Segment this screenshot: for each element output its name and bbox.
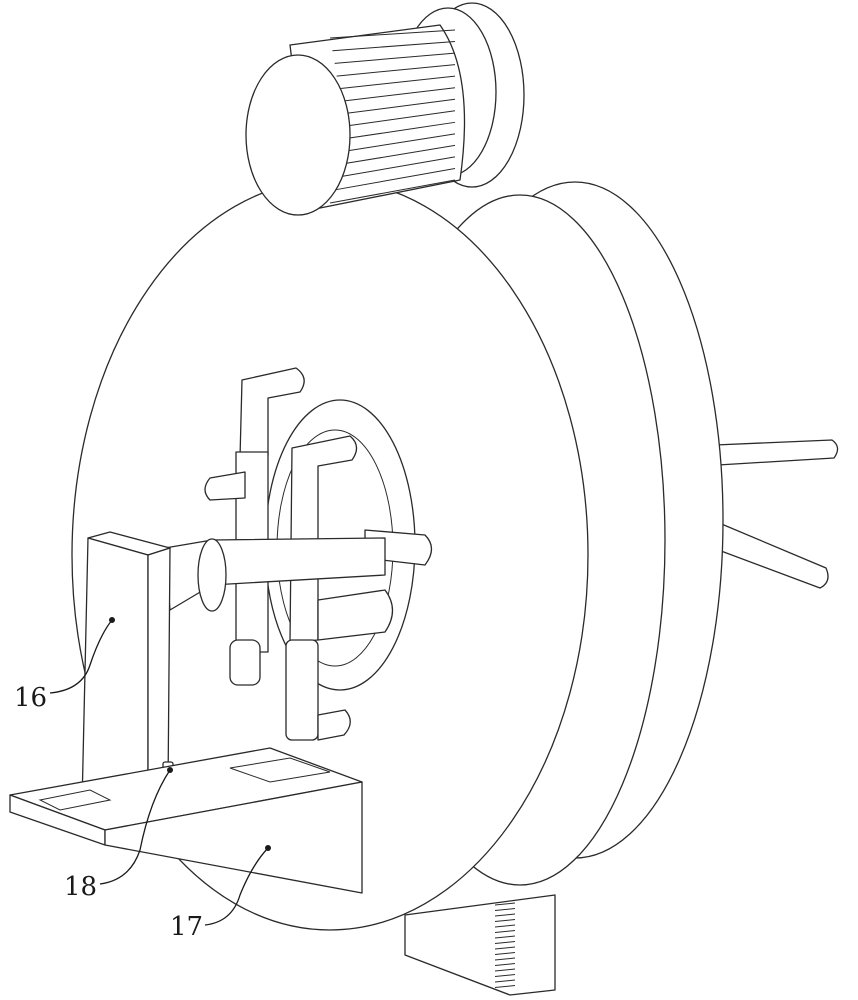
gear-tooth [494,919,516,922]
knurl-line [339,110,456,128]
gear-tooth [494,902,516,906]
roller-end-cap [245,54,351,216]
knurl-line [334,156,456,179]
label-16: 16 [14,683,47,713]
knurl-line [339,87,456,102]
gear-tooth [494,979,516,983]
gear-tooth [494,908,516,911]
knurled-roller [245,24,466,216]
label-17: 17 [170,912,203,942]
gear-tooth [494,968,516,972]
gear-tooth [494,941,516,944]
gear-tooth [494,946,516,950]
gear-tooth [494,930,516,933]
knurl-line [339,121,456,141]
gear-tooth [494,963,516,966]
gear-tooth [494,957,516,961]
base-bracket [9,747,363,894]
leader-18 [99,769,171,885]
knurl-line [332,41,456,52]
gear-tooth [494,935,516,939]
knurl-line [336,64,456,77]
knurl-line [332,167,456,191]
gear-tooth [494,952,516,955]
gear-tooth [494,924,516,928]
label-18: 18 [64,872,97,902]
knurl-line [334,52,456,64]
side-spokes [704,439,839,589]
gear-tooth [494,985,516,988]
gear-tooth [494,974,516,977]
upright-post [81,531,171,816]
leader-17 [204,847,269,926]
knurl-line [329,29,456,39]
knurl-line [339,98,456,115]
knurl-line [338,133,456,153]
knurl-line [329,179,456,204]
knurl-line [336,144,456,166]
leader-16 [49,619,113,694]
bottom-gear-bracket [404,894,556,996]
gear-tooth [494,913,516,917]
knurl-line [338,75,456,90]
